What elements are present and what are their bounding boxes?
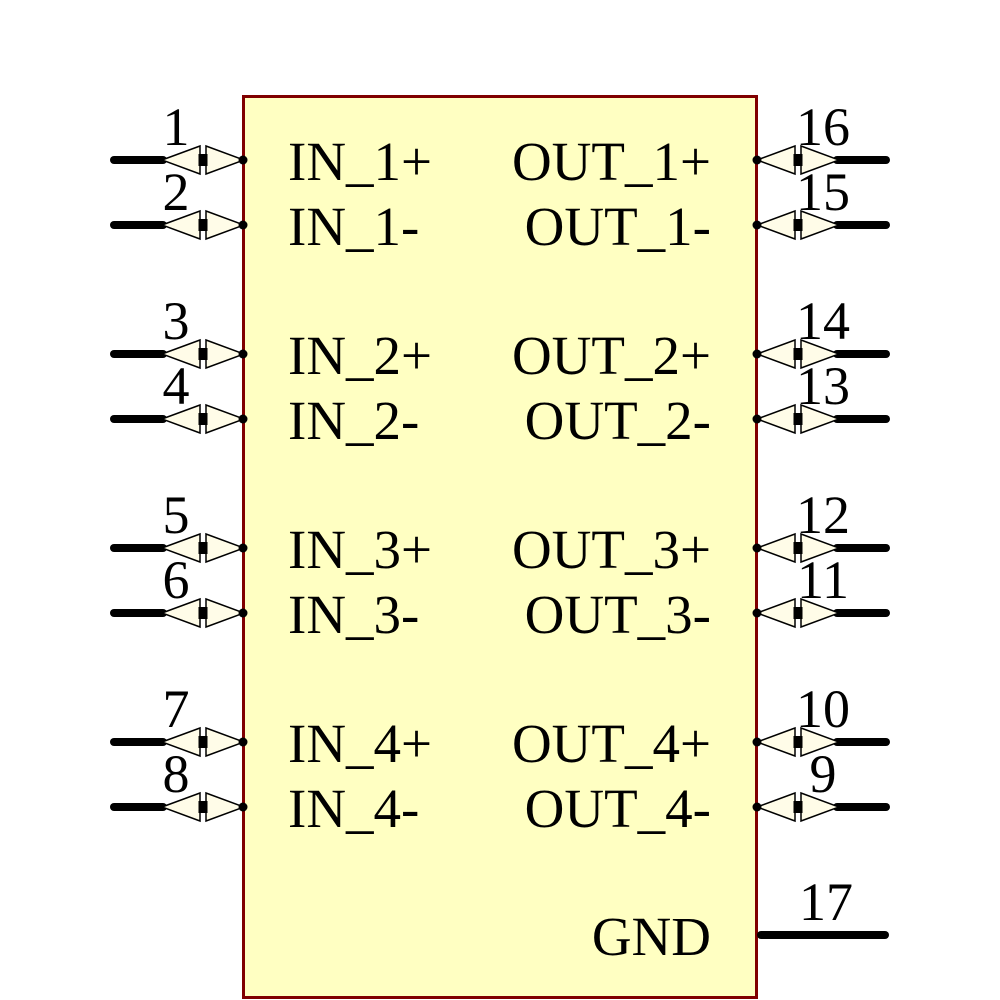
- bidirectional-pin-icon: [755, 597, 841, 629]
- pin-number: 3: [162, 291, 190, 351]
- pin-number: 17: [799, 872, 853, 932]
- bidirectional-pin-icon: [160, 209, 246, 241]
- pin-wire: [833, 544, 890, 552]
- bidirectional-pin-icon: [160, 144, 246, 176]
- pin-label: IN_4+: [288, 713, 433, 774]
- pin-label: OUT_3+: [511, 519, 711, 580]
- pin-wire: [833, 221, 890, 229]
- pin-label-gnd: GND: [591, 906, 711, 967]
- pin-number: 11: [797, 550, 849, 610]
- pin-connection-dot: [238, 802, 248, 812]
- bidirectional-pin-icon: [755, 532, 841, 564]
- pin-number: 13: [796, 356, 850, 416]
- pin-label: IN_2+: [288, 325, 433, 386]
- bidirectional-pin-icon: [160, 338, 246, 370]
- pin-connection-dot: [238, 220, 248, 230]
- pin-wire: [110, 803, 167, 811]
- pin-label: OUT_2+: [511, 325, 711, 386]
- pin-connection-dot: [752, 543, 762, 553]
- pin-label: OUT_2-: [524, 390, 711, 451]
- pin-number: 7: [162, 679, 190, 739]
- pin-wire: [110, 609, 167, 617]
- pin-wire: [110, 544, 167, 552]
- pin-number: 8: [162, 744, 190, 804]
- pin-wire: [833, 156, 890, 164]
- bidirectional-pin-icon: [160, 403, 246, 435]
- pin-wire: [833, 350, 890, 358]
- pin-number: 5: [162, 485, 190, 545]
- pin-label: IN_3-: [288, 584, 420, 645]
- pin-connection-dot: [752, 155, 762, 165]
- pin-wire: [833, 803, 890, 811]
- pin-wire: [110, 738, 167, 746]
- bidirectional-pin-icon: [755, 144, 841, 176]
- pin-connection-dot: [752, 349, 762, 359]
- pin-label: OUT_1-: [524, 196, 711, 257]
- pin-label: OUT_1+: [511, 131, 711, 192]
- pin-connection-dot: [752, 414, 762, 424]
- bidirectional-pin-icon: [160, 791, 246, 823]
- pin-connection-dot: [238, 737, 248, 747]
- pin-label: IN_2-: [288, 390, 420, 451]
- pin-connection-dot: [752, 802, 762, 812]
- pin-number: 2: [162, 162, 190, 222]
- pin-connection-dot: [752, 220, 762, 230]
- ic-body[interactable]: [242, 95, 758, 999]
- pin-wire: [110, 415, 167, 423]
- pin-wire: [833, 738, 890, 746]
- pin-connection-dot: [752, 737, 762, 747]
- bidirectional-pin-icon: [755, 791, 841, 823]
- pin-number: 15: [796, 162, 850, 222]
- pin-number: 1: [162, 97, 190, 157]
- bidirectional-pin-icon: [160, 726, 246, 758]
- pin-label: OUT_4-: [524, 778, 711, 839]
- pin-number: 16: [796, 97, 850, 157]
- bidirectional-pin-icon: [755, 338, 841, 370]
- pin-connection-dot: [238, 543, 248, 553]
- bidirectional-pin-icon: [755, 209, 841, 241]
- bidirectional-pin-icon: [755, 726, 841, 758]
- pin-number: 4: [162, 356, 190, 416]
- pin-connection-dot: [238, 155, 248, 165]
- bidirectional-pin-icon: [160, 597, 246, 629]
- pin-label: OUT_4+: [511, 713, 711, 774]
- pin-wire: [110, 221, 167, 229]
- pin-wire: [833, 609, 890, 617]
- pin-label: IN_4-: [288, 778, 420, 839]
- pin-number: 9: [809, 744, 837, 804]
- pin-wire: [110, 350, 167, 358]
- pin-number: 12: [796, 485, 850, 545]
- pin-connection-dot: [238, 414, 248, 424]
- pin-wire: [833, 415, 890, 423]
- pin-label: IN_1+: [288, 131, 433, 192]
- pin-number: 10: [796, 679, 850, 739]
- pin-label: OUT_3-: [524, 584, 711, 645]
- pin-connection-dot: [238, 349, 248, 359]
- pin-label: IN_3+: [288, 519, 433, 580]
- pin-number: 6: [162, 550, 190, 610]
- pin-connection-dot: [238, 608, 248, 618]
- bidirectional-pin-icon: [160, 532, 246, 564]
- pin-number: 14: [796, 291, 850, 351]
- pin-wire: [110, 156, 167, 164]
- bidirectional-pin-icon: [755, 403, 841, 435]
- pin-connection-dot: [752, 608, 762, 618]
- pin-wire: [757, 931, 889, 939]
- pin-label: IN_1-: [288, 196, 420, 257]
